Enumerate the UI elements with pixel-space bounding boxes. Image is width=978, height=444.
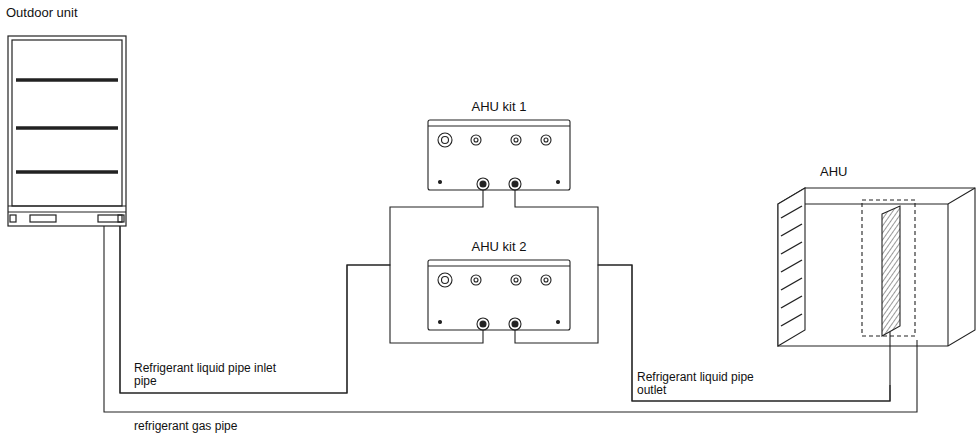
unit-heading: AHU bbox=[820, 164, 847, 179]
pipe-label: refrigerant gas pipe bbox=[133, 420, 238, 433]
ahu-kit-drawing bbox=[428, 120, 570, 190]
refrigerant-pipe bbox=[515, 190, 890, 401]
unit-heading: AHU kit 2 bbox=[428, 239, 570, 254]
ahu-kit: AHU kit 2 bbox=[428, 260, 570, 330]
pipe-label: Refrigerant liquid pipe outlet bbox=[636, 371, 756, 397]
unit-heading: AHU kit 1 bbox=[428, 99, 570, 114]
unit-outline bbox=[428, 120, 570, 190]
outdoor-unit-drawing bbox=[8, 36, 126, 226]
ahu-drawing bbox=[778, 188, 975, 385]
unit-outline bbox=[428, 260, 570, 330]
outdoor-unit: Outdoor unit bbox=[8, 36, 126, 226]
refrigerant-pipe bbox=[515, 265, 890, 401]
ahu-kit: AHU kit 1 bbox=[428, 120, 570, 190]
ahu-kit-drawing bbox=[428, 260, 570, 330]
refrigerant-pipe bbox=[104, 226, 917, 412]
unit-outline bbox=[778, 188, 975, 385]
unit-heading: Outdoor unit bbox=[6, 5, 78, 20]
air-handling-unit: AHU bbox=[778, 188, 975, 385]
pipe-label: Refrigerant liquid pipe inlet pipe bbox=[133, 362, 285, 388]
unit-outline bbox=[8, 36, 126, 226]
refrigerant-pipe bbox=[120, 190, 483, 393]
refrigerant-pipe bbox=[120, 226, 483, 393]
